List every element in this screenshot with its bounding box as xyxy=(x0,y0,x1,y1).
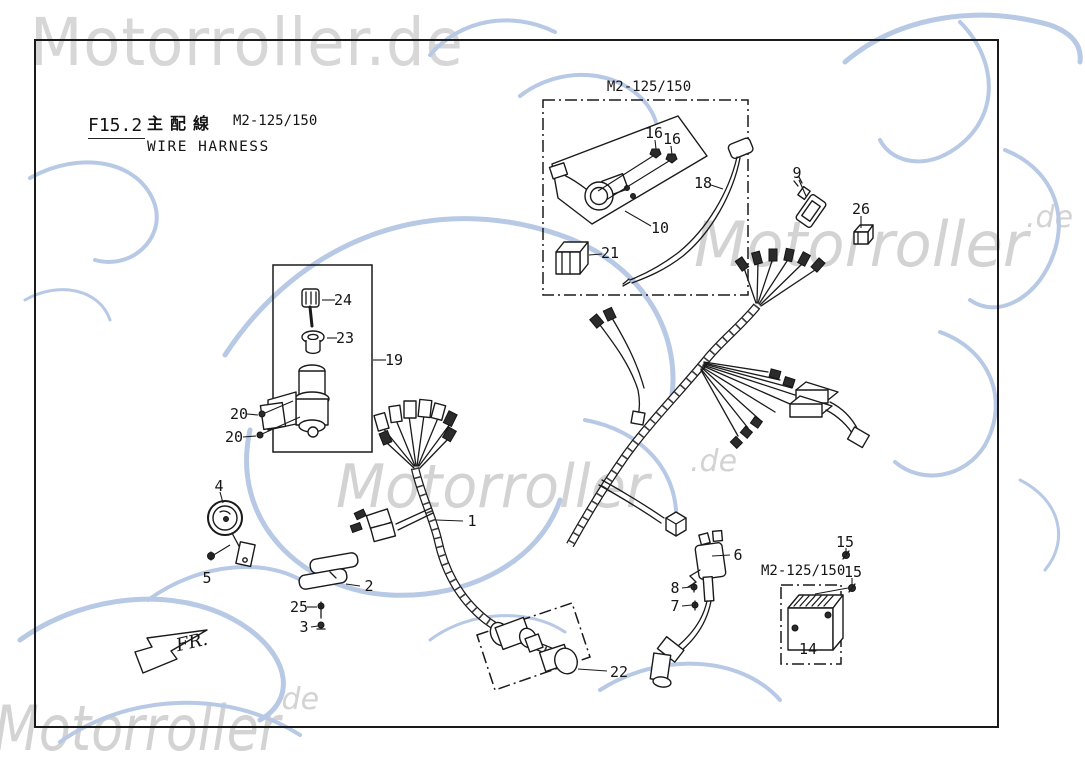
top-inset-box xyxy=(542,99,754,296)
ignition-lock-box xyxy=(259,264,373,453)
harness-right-top-connectors xyxy=(734,247,826,307)
mount-pads-art xyxy=(298,552,359,630)
fr-arrow xyxy=(134,629,208,674)
fuse-holder-box xyxy=(476,602,591,691)
regulator-box xyxy=(780,550,856,665)
harness-left-connectors xyxy=(373,398,458,469)
horn-art xyxy=(207,500,256,568)
ignition-coil-art xyxy=(649,529,727,688)
harness-middle-fanout xyxy=(700,361,870,450)
relay-art xyxy=(793,176,874,245)
leader-lines xyxy=(211,139,862,672)
wire-harness-art xyxy=(349,247,870,656)
page-border xyxy=(34,39,999,728)
blue-sketch-watermark xyxy=(17,12,1083,744)
